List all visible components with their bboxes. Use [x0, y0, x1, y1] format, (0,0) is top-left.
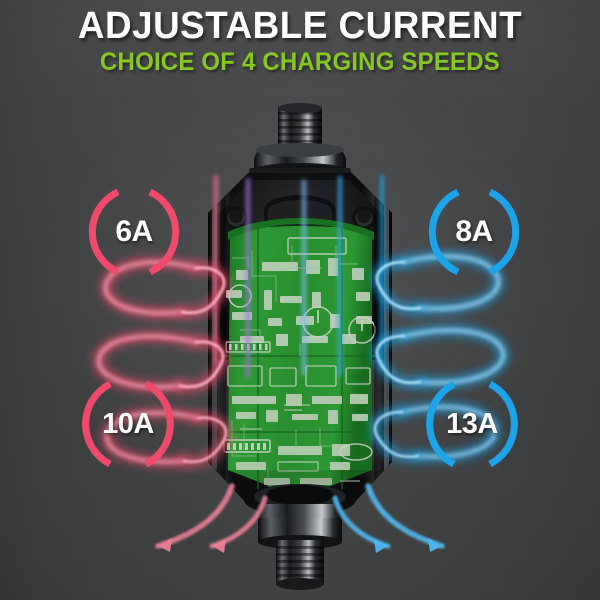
badge-label-10a: 10A [102, 407, 154, 440]
badge-arc-10a [82, 380, 174, 468]
badge-label-8a: 8A [455, 215, 493, 248]
heading-block: ADJUSTABLE CURRENT CHOICE OF 4 CHARGING … [0, 0, 600, 76]
current-badge-13a[interactable]: 13A [420, 372, 524, 476]
bottom-connector [256, 504, 344, 590]
badge-arc-6a [88, 188, 180, 276]
current-badge-8a[interactable]: 8A [422, 180, 526, 284]
light-trails-back [94, 251, 508, 467]
top-connector [248, 103, 352, 177]
badge-arc-8a [428, 188, 520, 276]
page-title: ADJUSTABLE CURRENT [77, 5, 523, 47]
current-badge-10a[interactable]: 10A [76, 372, 180, 476]
housing-translucency [208, 173, 392, 505]
badge-label-6a: 6A [115, 215, 153, 248]
badge-arc-13a [426, 380, 518, 468]
light-trails-front [155, 175, 445, 553]
current-badge-6a[interactable]: 6A [82, 180, 186, 284]
badge-label-13a: 13A [446, 407, 498, 440]
page-subtitle: CHOICE OF 4 CHARGING SPEEDS [100, 48, 500, 76]
